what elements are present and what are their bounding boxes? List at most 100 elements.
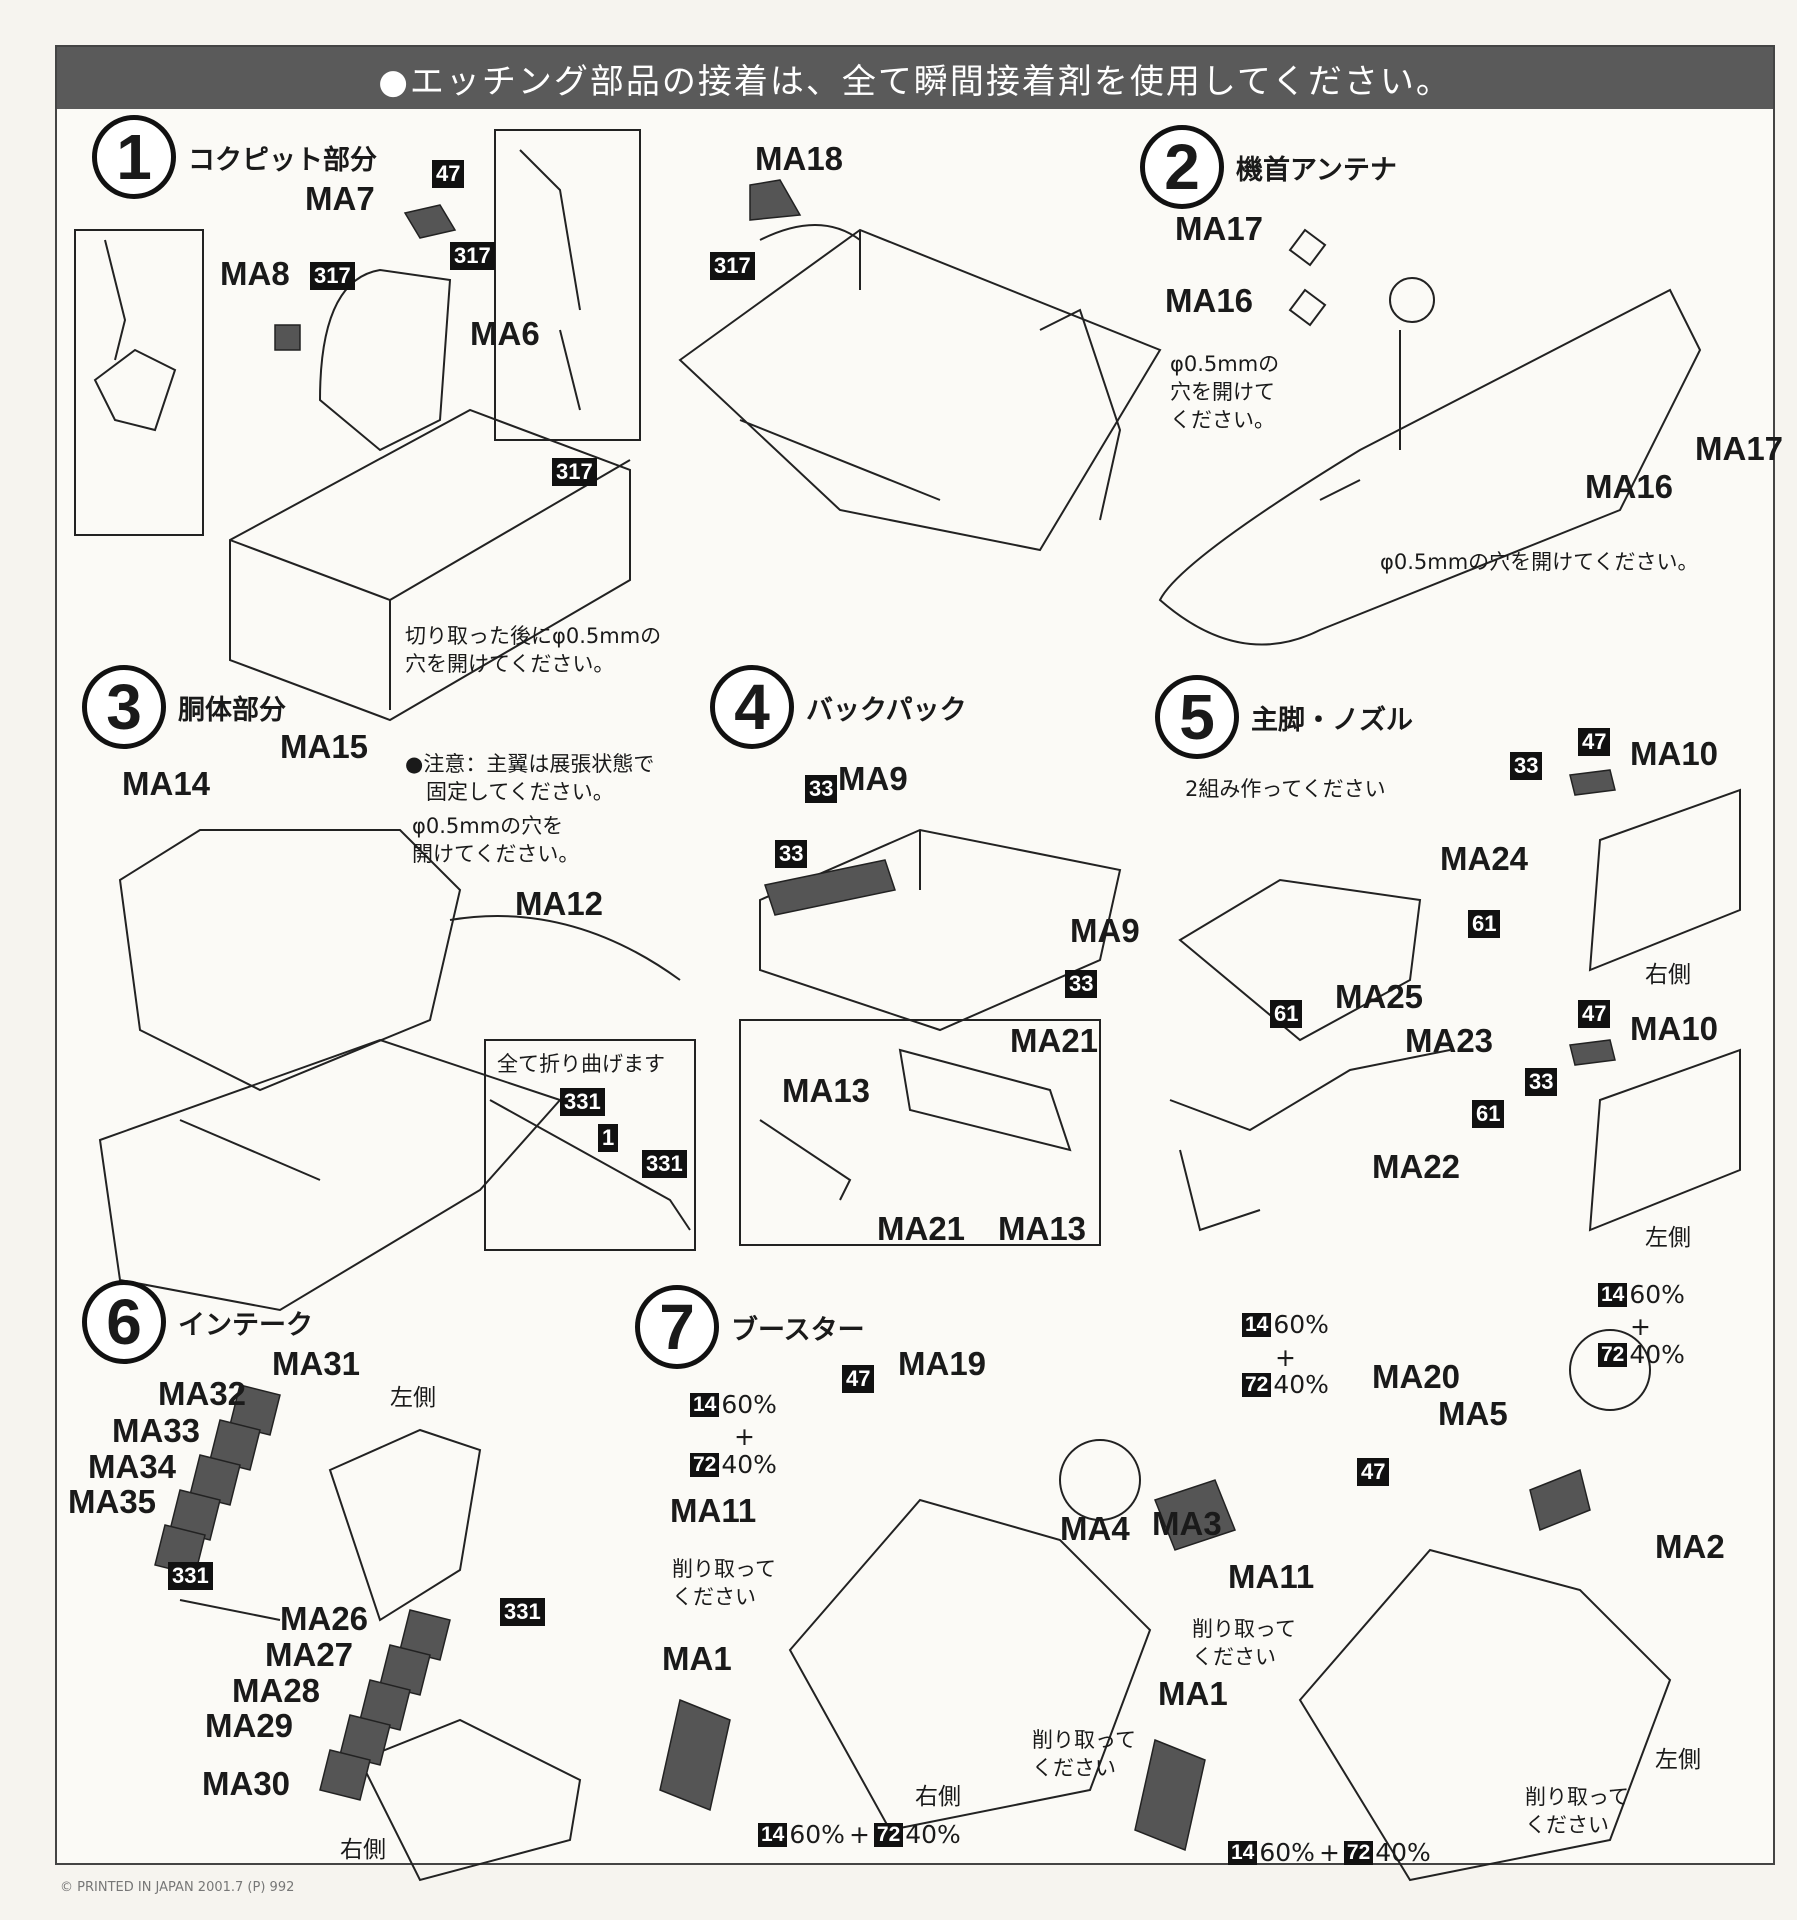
footer-print: © PRINTED IN JAPAN 2001.7 (P) 992 (60, 1880, 295, 1895)
part-label: MA29 (205, 1707, 294, 1744)
paint-code: 14 (1242, 1312, 1272, 1337)
part-label: MA11 (670, 1492, 757, 1529)
step-number: 1 (92, 115, 176, 199)
top-banner: ●エッチング部品の接着は、全て瞬間接着剤を使用してください。 (57, 47, 1773, 109)
plus-sign: + (1275, 1343, 1296, 1372)
note-text: 2組み作ってください (1185, 777, 1386, 801)
paint-code: 331 (560, 1088, 605, 1116)
side-label: 左側 (1655, 1747, 1701, 1773)
part-label: MA11 (1228, 1558, 1315, 1595)
paint-code: 317 (450, 242, 495, 270)
part-label: MA26 (280, 1600, 369, 1637)
instruction-sheet-frame (55, 45, 1775, 1865)
note-text: φ0.5mmの穴を開けてください。 (1380, 550, 1699, 574)
paint-code: 72 (873, 1822, 904, 1847)
side-label: 左側 (1645, 1225, 1691, 1251)
part-label: MA1 (662, 1640, 732, 1677)
paint-code: 33 (775, 840, 808, 868)
part-label: MA17 (1175, 210, 1264, 247)
paint-ratio-plus: + (1630, 1312, 1651, 1341)
ratio-percent: 60% (789, 1820, 845, 1849)
part-label: MA3 (1152, 1505, 1222, 1542)
step-number: 7 (635, 1285, 719, 1369)
step-title: インテーク (178, 1309, 313, 1341)
step-7-header: 7 ブースター (635, 1285, 865, 1369)
part-label: MA17 (1695, 430, 1784, 467)
step-title: 胴体部分 (178, 694, 286, 726)
note-text: 切り取った後にφ0.5mmの 穴を開けてください。 (405, 624, 662, 676)
part-label: MA20 (1372, 1358, 1461, 1395)
paint-code: 61 (1472, 1100, 1505, 1128)
ratio-percent: 40% (1375, 1838, 1431, 1867)
part-label: MA14 (122, 765, 211, 802)
ratio-percent: 60% (1273, 1310, 1329, 1339)
paint-code: 14 (1228, 1840, 1258, 1865)
part-label: MA18 (755, 140, 844, 177)
paint-code: 33 (805, 775, 838, 803)
note-text: 削り取って ください (1525, 1785, 1629, 1837)
step-number: 3 (82, 665, 166, 749)
plus-sign: + (734, 1422, 755, 1451)
paint-code: 1 (598, 1124, 619, 1152)
paint-ratio-plus: + (1275, 1343, 1296, 1372)
ratio-percent: 40% (721, 1450, 777, 1479)
ratio-percent: 40% (1273, 1370, 1329, 1399)
paint-code: 33 (1525, 1068, 1558, 1096)
step-1-header: 1 コクピット部分 (92, 115, 377, 199)
paint-code: 47 (1578, 1000, 1611, 1028)
part-label: MA9 (1070, 912, 1140, 949)
step-2-header: 2 機首アンテナ (1140, 125, 1397, 209)
step-number: 2 (1140, 125, 1224, 209)
part-label: MA7 (305, 180, 375, 217)
ratio-percent: 60% (721, 1390, 777, 1419)
part-label: MA30 (202, 1765, 291, 1802)
ratio-percent: 40% (905, 1820, 961, 1849)
plus-sign: + (1630, 1312, 1651, 1341)
part-label: MA16 (1585, 468, 1674, 505)
note-text: φ0.5mmの 穴を開けて ください。 (1170, 352, 1280, 432)
paint-code: 317 (310, 262, 355, 290)
side-label: 右側 (1645, 962, 1691, 988)
paint-code: 72 (1598, 1342, 1628, 1367)
paint-code: 14 (758, 1822, 788, 1847)
note-text: 削り取って ください (1032, 1728, 1136, 1780)
plus-sign: + (848, 1820, 870, 1849)
ratio-percent: 60% (1629, 1280, 1685, 1309)
paint-code: 14 (690, 1392, 720, 1417)
side-label: 左側 (390, 1385, 436, 1411)
part-label: MA9 (838, 760, 908, 797)
part-label: MA10 (1630, 1010, 1719, 1047)
part-label: MA4 (1060, 1510, 1130, 1547)
part-label: MA12 (515, 885, 604, 922)
note-text: 全て折り曲げます (497, 1052, 665, 1076)
step-title: バックパック (806, 694, 967, 726)
side-label: 右側 (340, 1837, 386, 1863)
step-number: 4 (710, 665, 794, 749)
part-label: MA19 (898, 1345, 987, 1382)
part-label: MA5 (1438, 1395, 1508, 1432)
paint-code: 33 (1065, 970, 1098, 998)
ratio-percent: 40% (1629, 1340, 1685, 1369)
part-label: MA21 (1010, 1022, 1099, 1059)
note-text: ●注意：主翼は展張状態で 固定してください。 (405, 752, 655, 804)
paint-code: 331 (500, 1598, 545, 1626)
part-label: MA16 (1165, 282, 1254, 319)
step-4-header: 4 バックパック (710, 665, 967, 749)
step-title: コクピット部分 (188, 144, 377, 176)
part-label: MA24 (1440, 840, 1529, 877)
part-label: MA27 (265, 1636, 354, 1673)
paint-code: 47 (432, 160, 465, 188)
part-label: MA28 (232, 1672, 321, 1709)
part-label: MA31 (272, 1345, 361, 1382)
step-5-header: 5 主脚・ノズル (1155, 675, 1413, 759)
part-label: MA13 (998, 1210, 1087, 1247)
part-label: MA32 (158, 1375, 247, 1412)
note-text: 削り取って ください (672, 1557, 776, 1609)
part-label: MA6 (470, 315, 540, 352)
